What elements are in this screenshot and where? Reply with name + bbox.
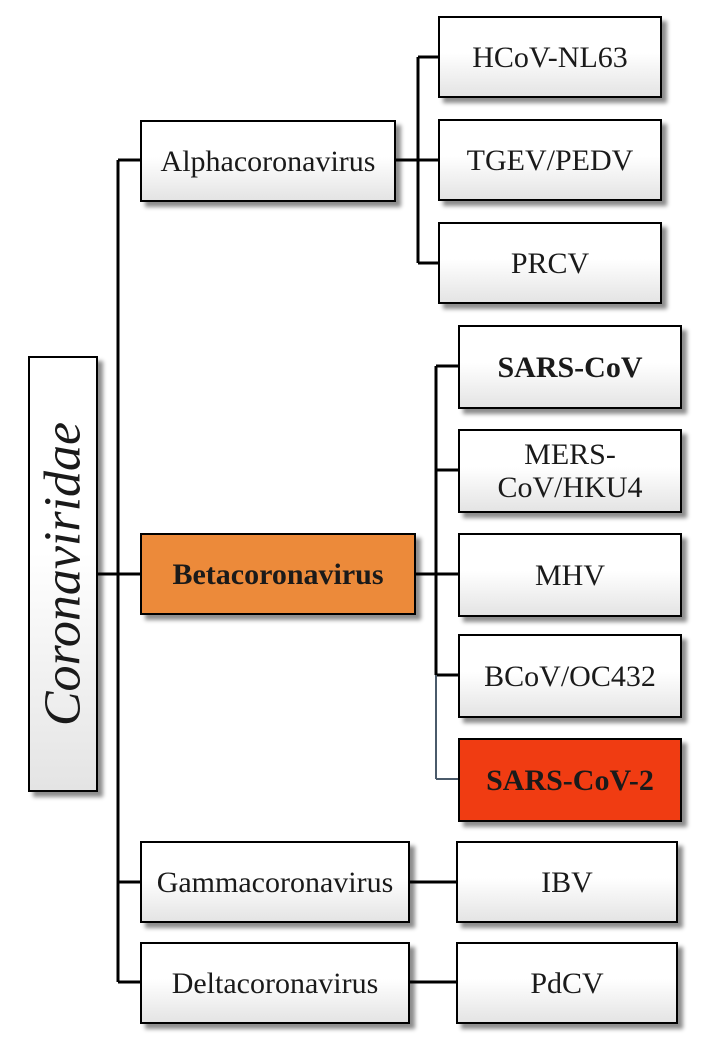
species-label: SARS-CoV-2 [486,763,654,797]
genus-label: Gammacoronavirus [156,865,394,899]
species-tgev-pedv: TGEV/PEDV [438,119,662,201]
species-label: PRCV [510,246,590,280]
genus-label: Alphacoronavirus [160,144,376,178]
species-label: IBV [541,865,593,899]
species-bcov-oc432: BCoV/OC432 [458,634,682,718]
species-ibv: IBV [456,841,678,923]
genus-alphacoronavirus: Alphacoronavirus [140,120,396,202]
species-label: MHV [534,558,605,592]
species-label: MERS-CoV/HKU4 [497,438,643,504]
species-pdcv: PdCV [456,942,678,1024]
species-sars-cov: SARS-CoV [458,325,682,409]
species-label: BCoV/OC432 [484,659,656,693]
species-label: SARS-CoV [497,350,643,384]
species-label: HCoV-NL63 [472,40,628,74]
species-mers-cov-hku4: MERS-CoV/HKU4 [458,429,682,513]
family-coronaviridae: Coronaviridae [28,356,98,792]
species-sars-cov-2: SARS-CoV-2 [458,738,682,822]
genus-label: Betacoronavirus [172,557,384,591]
genus-label: Deltacoronavirus [171,966,379,1000]
family-label: Coronaviridae [34,421,92,727]
species-mhv: MHV [458,533,682,617]
species-hcov-nl63: HCoV-NL63 [438,16,662,98]
genus-betacoronavirus: Betacoronavirus [140,533,416,615]
genus-gammacoronavirus: Gammacoronavirus [140,841,410,923]
species-label: PdCV [530,966,604,1000]
species-prcv: PRCV [438,222,662,304]
species-label: TGEV/PEDV [466,143,634,177]
genus-deltacoronavirus: Deltacoronavirus [140,942,410,1024]
